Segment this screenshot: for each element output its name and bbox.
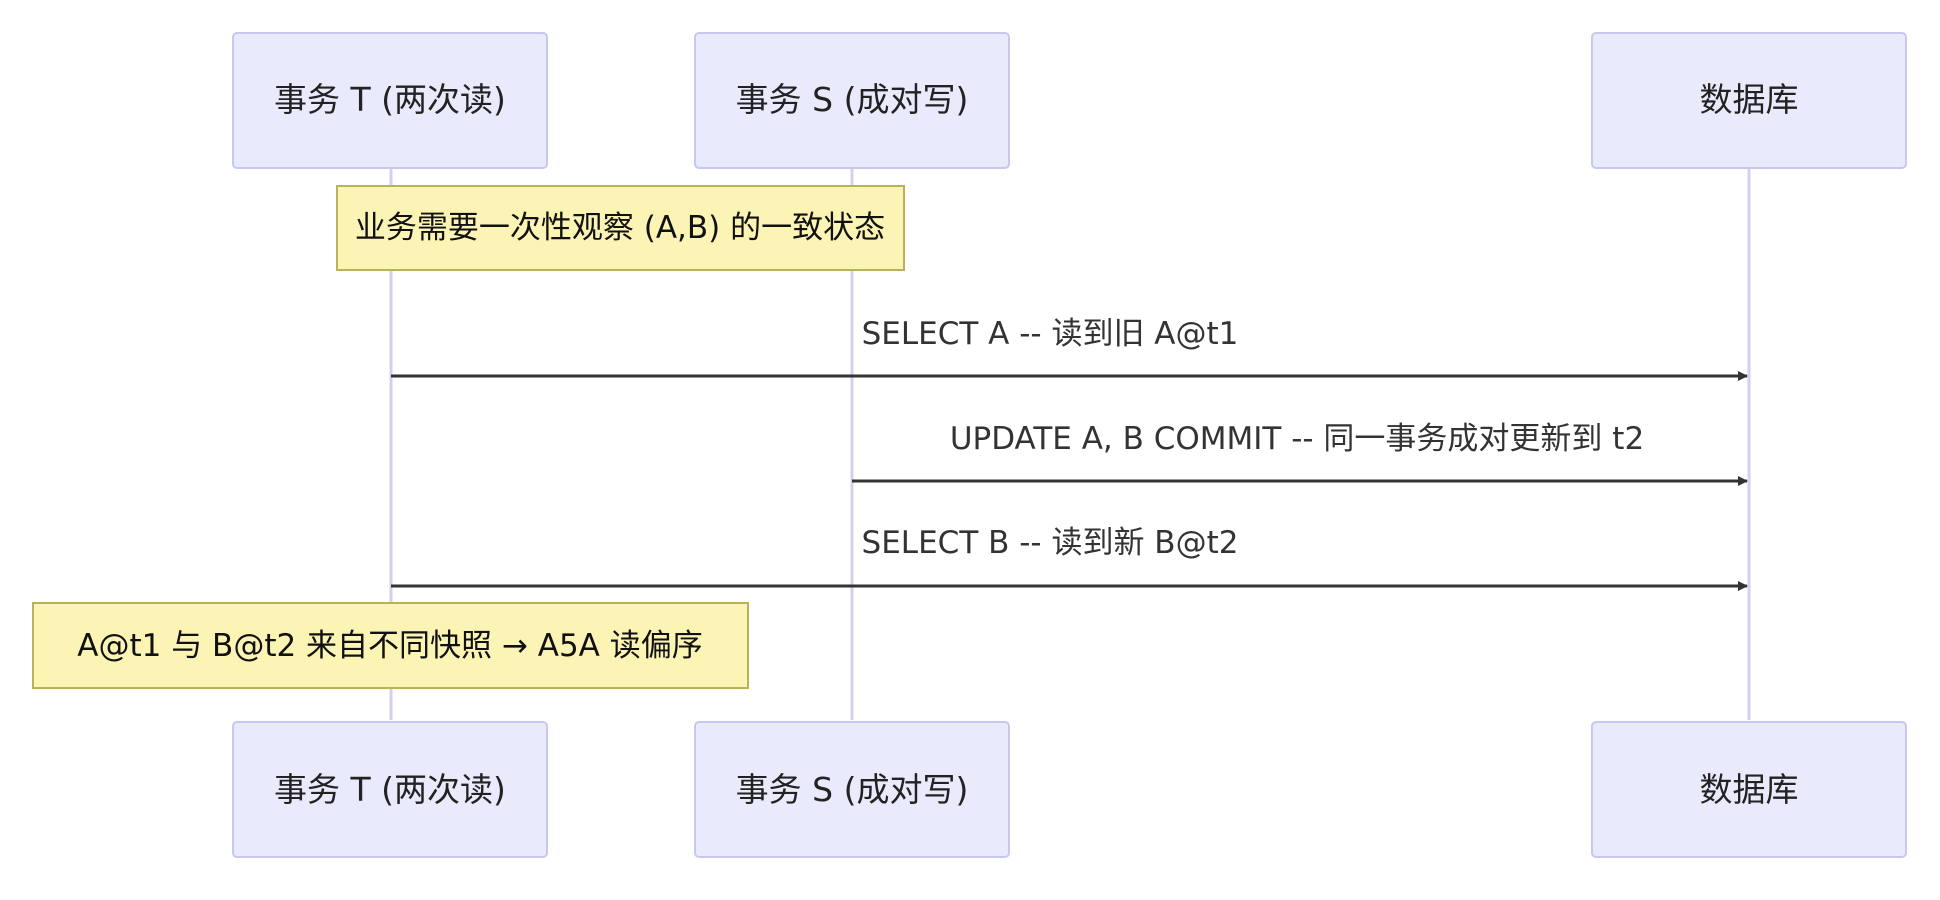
note-consistency-text: 业务需要一次性观察 (A,B) 的一致状态 (355, 210, 885, 246)
actor-t-top-label: 事务 T (两次读) (274, 80, 506, 119)
message-update-commit: UPDATE A, B COMMIT -- 同一事务成对更新到 t2 (852, 421, 1748, 486)
message-select-a-label: SELECT A -- 读到旧 A@t1 (862, 316, 1239, 352)
actor-s-bottom: 事务 S (成对写) (694, 721, 1010, 858)
actor-s-top-label: 事务 S (成对写) (736, 80, 969, 119)
actor-s-bottom-label: 事务 S (成对写) (736, 770, 969, 809)
actor-t-bottom-label: 事务 T (两次读) (274, 770, 506, 809)
message-update-commit-label: UPDATE A, B COMMIT -- 同一事务成对更新到 t2 (950, 421, 1644, 457)
message-select-b: SELECT B -- 读到新 B@t2 (391, 525, 1748, 591)
note-read-skew-text: A@t1 与 B@t2 来自不同快照 → A5A 读偏序 (77, 628, 702, 664)
note-read-skew: A@t1 与 B@t2 来自不同快照 → A5A 读偏序 (32, 602, 749, 689)
actor-db-bottom-label: 数据库 (1700, 770, 1799, 809)
actor-t-bottom: 事务 T (两次读) (232, 721, 548, 858)
actor-s-top: 事务 S (成对写) (694, 32, 1010, 169)
actor-db-bottom: 数据库 (1591, 721, 1907, 858)
note-consistency: 业务需要一次性观察 (A,B) 的一致状态 (336, 185, 905, 271)
actor-db-top-label: 数据库 (1700, 80, 1799, 119)
message-select-b-label: SELECT B -- 读到新 B@t2 (862, 525, 1239, 561)
message-select-a: SELECT A -- 读到旧 A@t1 (391, 316, 1748, 381)
actor-t-top: 事务 T (两次读) (232, 32, 548, 169)
actor-db-top: 数据库 (1591, 32, 1907, 169)
